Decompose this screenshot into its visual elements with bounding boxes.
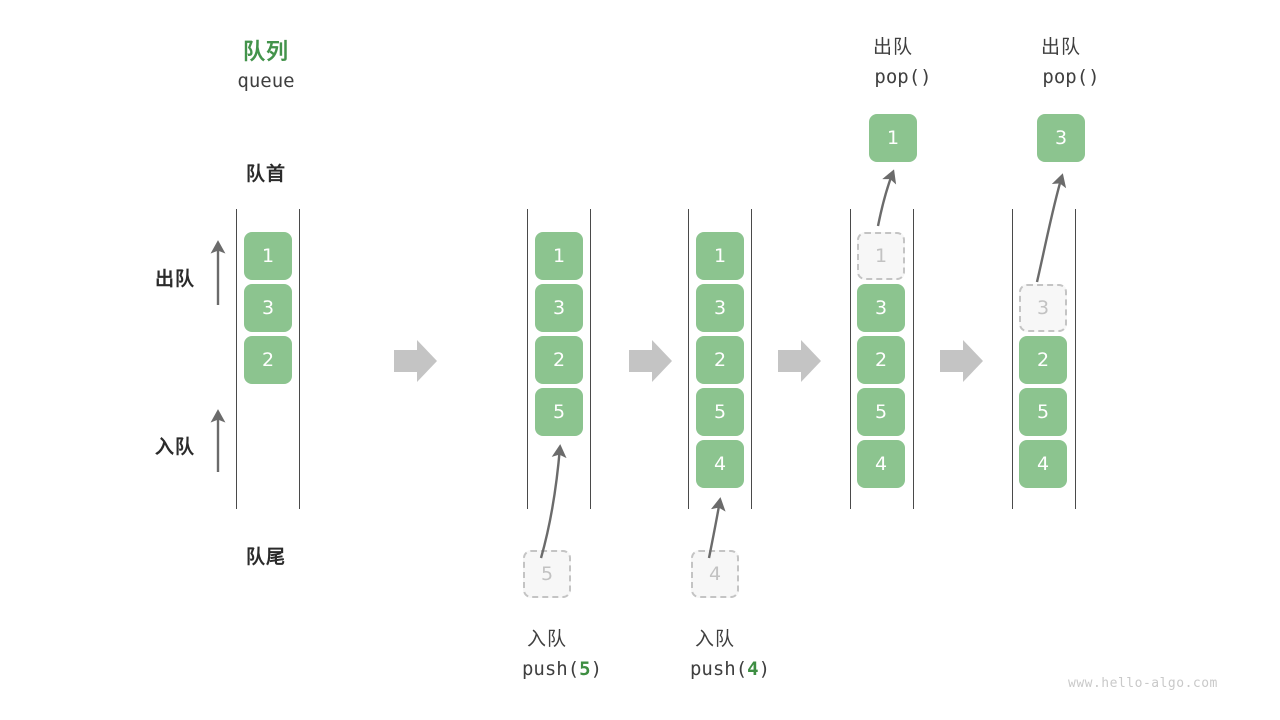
queue-rail-left [1012, 209, 1013, 509]
queue-cell: 3 [857, 284, 905, 332]
queue-title-en: queue [237, 70, 295, 92]
queue-rail-left [527, 209, 528, 509]
push-arrow-5 [539, 444, 567, 559]
queue-cell: 2 [244, 336, 292, 384]
queue-cell: 1 [696, 232, 744, 280]
queue-head-label: 队首 [245, 163, 286, 185]
queue-rail-right [1075, 209, 1076, 509]
queue-cell: 2 [1019, 336, 1067, 384]
panel-footer-cn: 入队 [526, 628, 567, 650]
queue-rail-right [913, 209, 914, 509]
incoming-element-ghost: 4 [691, 550, 739, 598]
queue-rail-left [850, 209, 851, 509]
popped-element: 3 [1037, 114, 1085, 162]
queue-rail-left [688, 209, 689, 509]
queue-cell: 2 [857, 336, 905, 384]
pop-arrow-3 [1035, 173, 1067, 283]
queue-cell: 2 [535, 336, 583, 384]
code-suffix: ) [590, 658, 603, 680]
step-arrow-1 [394, 340, 437, 382]
step-arrow-2 [629, 340, 672, 382]
queue-cell: 3 [244, 284, 292, 332]
queue-cell: 5 [535, 388, 583, 436]
queue-title-cn: 队列 [242, 40, 289, 65]
queue-rail-right [590, 209, 591, 509]
queue-cell: 4 [1019, 440, 1067, 488]
panel-footer-cn: 入队 [694, 628, 735, 650]
code-arg: 4 [747, 658, 759, 680]
panel-header-code: pop() [874, 66, 932, 88]
queue-cell: 4 [857, 440, 905, 488]
step-arrow-4 [940, 340, 983, 382]
queue-cell: 3 [535, 284, 583, 332]
enqueue-direction-label: 入队 [154, 436, 195, 458]
dequeue-direction-label: 出队 [154, 268, 195, 290]
watermark: www.hello-algo.com [1068, 676, 1218, 691]
queue-rail-right [751, 209, 752, 509]
queue-rail-left [236, 209, 237, 509]
queue-cell: 5 [1019, 388, 1067, 436]
pop-arrow-1 [876, 169, 897, 227]
panel-header-cn: 出队 [872, 36, 913, 58]
panel-footer-code: push(4) [655, 658, 805, 680]
queue-cell-ghost: 3 [1019, 284, 1067, 332]
popped-element: 1 [869, 114, 917, 162]
panel-footer-code: push(5) [487, 658, 637, 680]
code-prefix: push( [689, 658, 748, 680]
queue-cell: 5 [696, 388, 744, 436]
queue-cell: 4 [696, 440, 744, 488]
step-arrow-3 [778, 340, 821, 382]
panel-header-code: pop() [1042, 66, 1100, 88]
queue-tail-label: 队尾 [245, 546, 286, 568]
queue-cell: 1 [535, 232, 583, 280]
incoming-element-ghost: 5 [523, 550, 571, 598]
queue-cell: 3 [696, 284, 744, 332]
panel-header-cn: 出队 [1040, 36, 1081, 58]
code-prefix: push( [521, 658, 580, 680]
queue-cell: 2 [696, 336, 744, 384]
queue-rail-right [299, 209, 300, 509]
queue-cell: 5 [857, 388, 905, 436]
queue-cell: 1 [244, 232, 292, 280]
code-suffix: ) [758, 658, 771, 680]
code-arg: 5 [579, 658, 591, 680]
queue-cell-ghost: 1 [857, 232, 905, 280]
